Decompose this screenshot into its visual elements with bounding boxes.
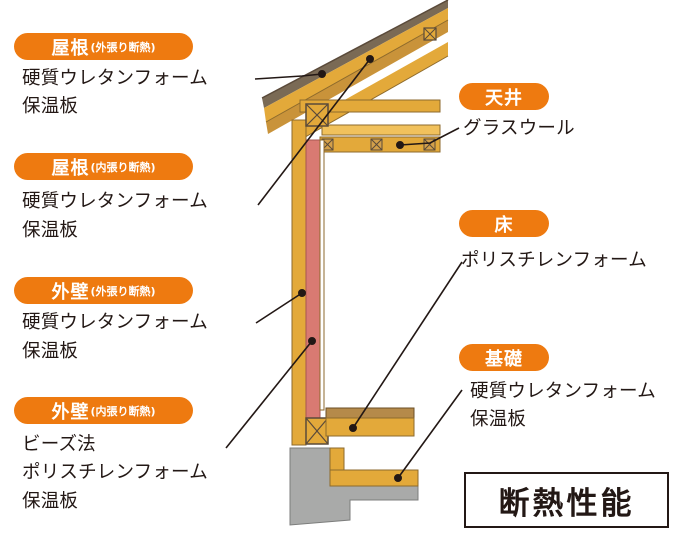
floor-structure: [325, 407, 415, 437]
wall-outer-tag: 外壁(外張り断熱): [14, 277, 193, 304]
wall-inner-line-2: ポリスチレンフォーム: [22, 462, 208, 483]
wall-inner-tag-main: 外壁: [51, 401, 90, 423]
roof-outer-tag-sub: (外張り断熱): [90, 40, 156, 54]
wall-outer-tag-main: 外壁: [51, 281, 90, 303]
wall-outer-tag-sub: (外張り断熱): [90, 284, 156, 298]
page-title: 断熱性能: [498, 485, 635, 522]
foundation-tag: 基礎: [459, 344, 549, 371]
foundation-line-2: 保温板: [470, 409, 527, 430]
foundation-line-1: 硬質ウレタンフォーム: [470, 381, 656, 402]
floor-tag: 床: [459, 210, 549, 237]
ceiling-structure: [319, 136, 441, 153]
roof-inner-tag-main: 屋根: [51, 157, 90, 179]
floor-tag-main: 床: [494, 214, 514, 236]
roof-outer-line-2: 保温板: [22, 96, 79, 117]
roof-inner-tag-sub: (内張り断熱): [90, 160, 156, 174]
roof-inner-line-1: 硬質ウレタンフォーム: [22, 191, 208, 212]
roof-structure: [261, 0, 449, 141]
wall-inner-line-1: ビーズ法: [22, 434, 96, 455]
roof-outer-line-1: 硬質ウレタンフォーム: [22, 68, 208, 89]
roof-inner-line-2: 保温板: [22, 220, 79, 241]
roof-outer-tag-main: 屋根: [51, 37, 90, 59]
wall-structure: [291, 103, 329, 446]
title-box: 断熱性能: [464, 472, 669, 528]
ceiling-line-1: グラスウール: [463, 118, 575, 139]
ceiling-tag-main: 天井: [485, 87, 523, 109]
wall-inner-line-3: 保温板: [22, 491, 79, 512]
wall-inner-tag: 外壁(内張り断熱): [14, 397, 193, 424]
wall-outer-line-1: 硬質ウレタンフォーム: [22, 312, 208, 333]
foundation-structure: [289, 447, 419, 526]
wall-inner-tag-sub: (内張り断熱): [90, 404, 156, 418]
roof-inner-tag: 屋根(内張り断熱): [14, 153, 193, 180]
floor-line-1: ポリスチレンフォーム: [461, 250, 647, 271]
ceiling-tag: 天井: [459, 83, 549, 110]
leader-lines: [225, 54, 463, 482]
foundation-tag-main: 基礎: [485, 348, 523, 370]
roof-outer-tag: 屋根(外張り断熱): [14, 33, 193, 60]
wall-outer-line-2: 保温板: [22, 341, 79, 362]
